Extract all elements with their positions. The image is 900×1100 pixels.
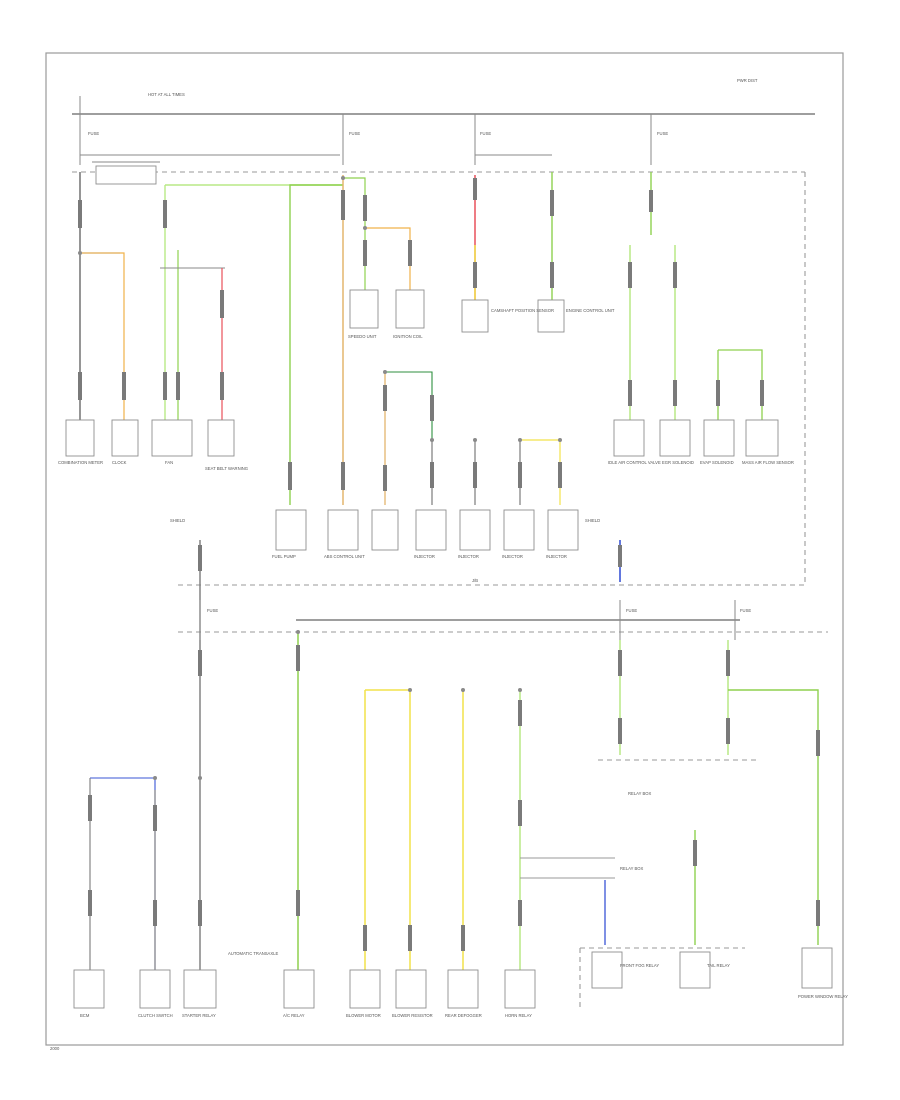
- component-box-blower-motor: [349, 969, 381, 1009]
- label-evap: EVAP SOLENOID: [700, 460, 734, 465]
- label-power-window: POWER WINDOW RELAY: [798, 994, 848, 999]
- label-ac-relay: A/C RELAY: [283, 1013, 305, 1018]
- label-starter: STARTER RELAY: [182, 1013, 216, 1018]
- shield-label-right: SHIELD: [585, 518, 600, 523]
- fuse-label-6: FUSE: [626, 608, 637, 613]
- junction-dots: [78, 176, 562, 442]
- lower-component-labels: BCM CLUTCH SWITCH STARTER RELAY A/C RELA…: [80, 963, 848, 1018]
- shield-label-left: SHIELD: [170, 518, 185, 523]
- diagram-frame: [45, 52, 844, 1046]
- label-egr: EGR SOLENOID: [662, 460, 694, 465]
- diagram-footer: 2000: [50, 1046, 60, 1051]
- label-injector-4: INJECTOR: [546, 554, 567, 559]
- component-box-combination-meter: [65, 419, 95, 457]
- hot-label: HOT AT ALL TIMES: [148, 92, 185, 97]
- component-box-starter: [183, 969, 217, 1009]
- label-maf: MASS AIR FLOW SENSOR: [742, 460, 794, 465]
- component-box-tail: [679, 951, 711, 989]
- fuse-taps-bottom: FUSE FUSE FUSE: [199, 600, 751, 640]
- label-front-fog: FRONT FOG RELAY: [620, 963, 659, 968]
- fuse-taps-top: FUSE FUSE FUSE FUSE: [79, 96, 668, 165]
- fuse-label-7: FUSE: [740, 608, 751, 613]
- label-combination-meter: COMBINATION METER: [58, 460, 103, 465]
- component-box-rear-defog: [447, 969, 479, 1009]
- fuse-label-3: FUSE: [480, 131, 491, 136]
- label-horn: HORN RELAY: [505, 1013, 532, 1018]
- component-box-blower-res: [395, 969, 427, 1009]
- label-ign-coil: IGNITION COIL: [393, 334, 423, 339]
- component-box-egr: [659, 419, 691, 457]
- component-box-injector-2: [459, 509, 491, 551]
- component-box-maf: [745, 419, 779, 457]
- label-injector-1: INJECTOR: [414, 554, 435, 559]
- label-speedo: SPEEDO UNIT: [348, 334, 377, 339]
- component-box-tach: [371, 509, 399, 551]
- label-rear-defog: REAR DEFOGGER: [445, 1013, 482, 1018]
- lower-components: [73, 947, 833, 1009]
- label-seat-belt: SEAT BELT WARNING: [205, 466, 248, 471]
- component-box-ign-coil: [395, 289, 425, 329]
- component-box-injector-4: [547, 509, 579, 551]
- label-fan: FAN: [165, 460, 173, 465]
- component-box-evap: [703, 419, 735, 457]
- component-box-speedo: [349, 289, 379, 329]
- component-box-abs: [327, 509, 359, 551]
- label-blower-motor: BLOWER MOTOR: [346, 1013, 381, 1018]
- component-box-ecu: [537, 299, 565, 333]
- label-clock: CLOCK: [112, 460, 127, 465]
- relay-box-note: RELAY BOX: [628, 791, 652, 796]
- upper-components: [65, 289, 779, 551]
- label-injector-3: INJECTOR: [502, 554, 523, 559]
- component-box-power-window: [801, 947, 833, 989]
- component-box-injector-3: [503, 509, 535, 551]
- relay-box-note-mid: RELAY BOX: [620, 866, 644, 871]
- fuse-label-4: FUSE: [657, 131, 668, 136]
- component-box-fuel-pump: [275, 509, 307, 551]
- component-box-iacv: [613, 419, 645, 457]
- component-box-front-fog: [591, 951, 623, 989]
- component-box-clock: [111, 419, 139, 457]
- upper-jb-label: J/B: [472, 578, 478, 583]
- component-box-cmp: [461, 299, 489, 333]
- ignition-switch-block: [80, 154, 552, 185]
- wire-connectors: [78, 178, 764, 567]
- label-cmp: CAMSHAFT POSITION SENSOR: [491, 308, 554, 313]
- component-box-horn: [504, 969, 536, 1009]
- label-abs: ABS CONTROL UNIT: [324, 554, 365, 559]
- component-box-seat-belt: [207, 419, 235, 457]
- label-ecu: ENGINE CONTROL UNIT: [566, 308, 615, 313]
- component-box-ac-relay: [283, 969, 315, 1009]
- component-box-bcm: [73, 969, 105, 1009]
- component-box-clutch: [139, 969, 171, 1009]
- label-blower-res: BLOWER RESISTOR: [392, 1013, 433, 1018]
- fuse-label-1: FUSE: [88, 131, 99, 136]
- fuse-label-5: FUSE: [207, 608, 218, 613]
- label-fuel-pump: FUEL PUMP: [272, 554, 296, 559]
- upper-component-labels: COMBINATION METER CLOCK FAN SEAT BELT WA…: [58, 308, 794, 559]
- diagram-title: PWR DIST: [737, 78, 758, 83]
- component-box-fan: [151, 419, 193, 457]
- fuse-label-2: FUSE: [349, 131, 360, 136]
- label-injector-2: INJECTOR: [458, 554, 479, 559]
- lower-connectors: [88, 645, 820, 951]
- label-iacv: IDLE AIR CONTROL VALVE: [608, 460, 661, 465]
- at-note: AUTOMATIC TRANSAXLE: [228, 951, 278, 956]
- lower-junction-dots: [153, 630, 522, 780]
- label-tail: TAIL RELAY: [707, 963, 730, 968]
- label-bcm: BCM: [80, 1013, 90, 1018]
- label-clutch: CLUTCH SWITCH: [138, 1013, 173, 1018]
- relay-box-area: RELAY BOX RELAY BOX AUTOMATIC TRANSAXLE: [228, 759, 760, 1010]
- component-box-injector-1: [415, 509, 447, 551]
